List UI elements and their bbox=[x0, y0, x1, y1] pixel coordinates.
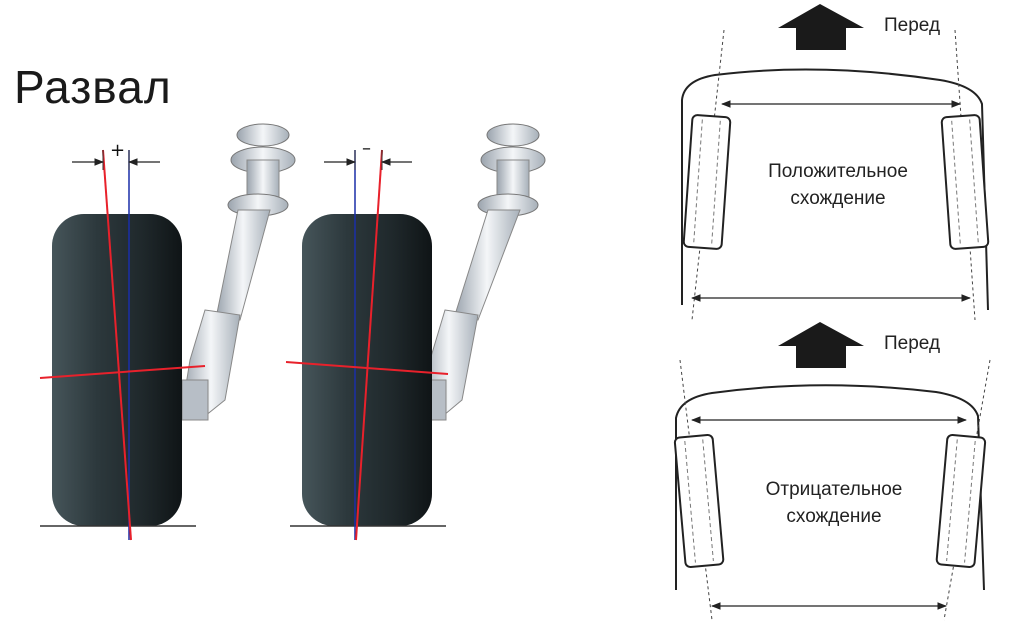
toe-negative-caption-line2: схождение bbox=[786, 506, 882, 527]
front-arrow-icon bbox=[778, 4, 864, 50]
camber-title: Развал bbox=[14, 61, 172, 113]
front-arrow-icon bbox=[778, 322, 864, 368]
positive-camber-sign: + bbox=[110, 140, 126, 161]
car-body-outline-top bbox=[681, 68, 989, 311]
toe-negative-caption-line1: Отрицательное bbox=[765, 479, 903, 500]
front-label-top: Перед bbox=[884, 15, 941, 36]
camber-line-right bbox=[355, 149, 383, 541]
wheel-left-top bbox=[682, 114, 732, 250]
tire-left bbox=[52, 214, 182, 526]
strut-left bbox=[181, 123, 296, 421]
wheel-left-bottom bbox=[673, 434, 725, 568]
camber-negative-assembly bbox=[285, 123, 546, 541]
toe-positive-caption: Положительное схождение bbox=[748, 158, 928, 212]
wheel-axis-left bbox=[39, 365, 206, 379]
wheel-axis-right bbox=[285, 361, 449, 375]
toe-positive-diagram bbox=[681, 4, 990, 321]
toe-positive-caption-line2: схождение bbox=[790, 188, 886, 209]
toe-positive-caption-line1: Положительное bbox=[768, 161, 908, 182]
strut-right bbox=[419, 123, 546, 421]
negative-camber-sign: – bbox=[362, 138, 371, 159]
wheel-right-top bbox=[940, 114, 990, 250]
toe-negative-diagram bbox=[673, 322, 991, 621]
camber-line-left bbox=[102, 149, 132, 541]
wheel-right-bottom bbox=[935, 434, 987, 568]
camber-positive-assembly bbox=[39, 123, 296, 541]
front-label-bottom: Перед bbox=[884, 333, 941, 354]
toe-negative-caption: Отрицательное схождение bbox=[744, 476, 924, 530]
car-body-outline-bottom bbox=[675, 384, 985, 591]
